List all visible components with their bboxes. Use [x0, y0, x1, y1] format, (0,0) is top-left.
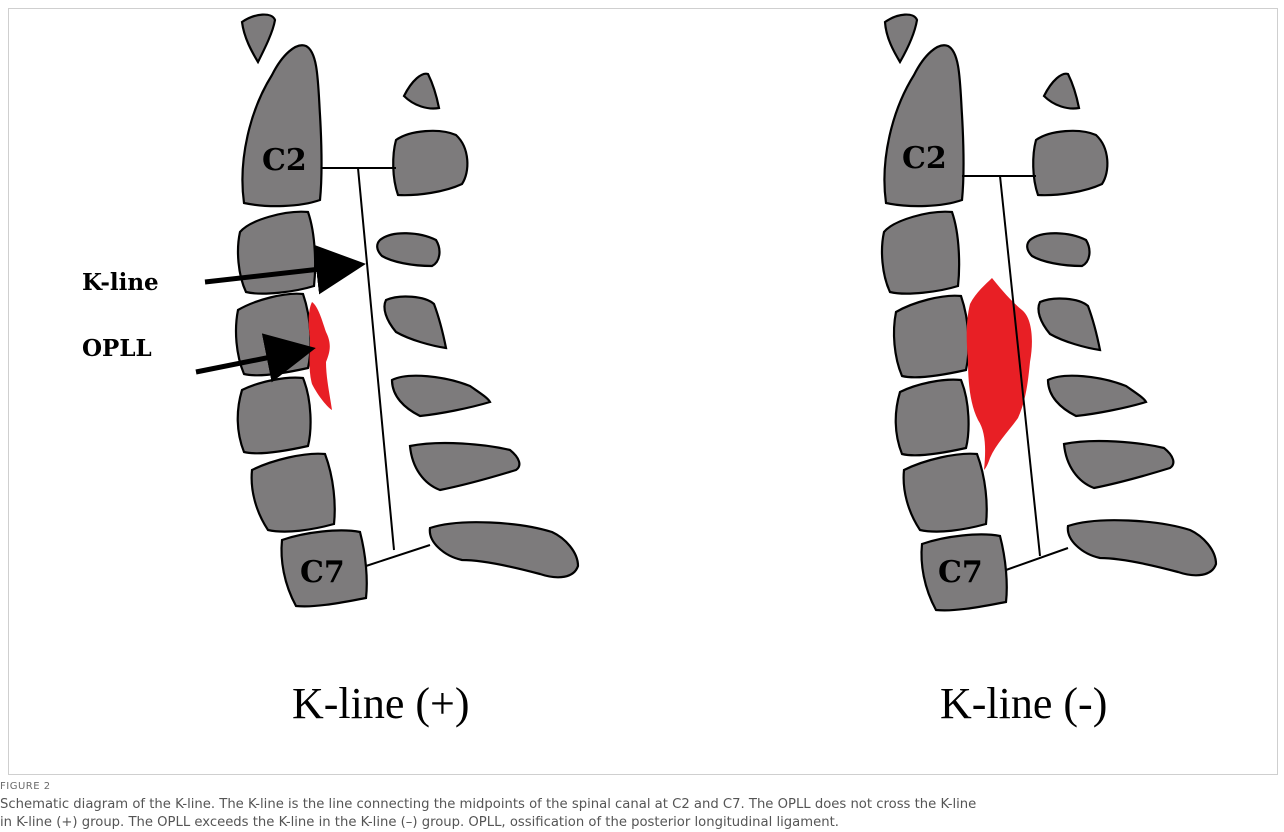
- c2-label-left: C2: [262, 143, 307, 178]
- k-line-left: [358, 168, 394, 550]
- posterior-element-c2: [393, 131, 467, 195]
- posterior-element-1-right: [1044, 74, 1079, 109]
- posterior-element-c5-right: [1048, 376, 1146, 416]
- c7-midpoint-connector-left: [366, 545, 430, 566]
- posterior-element-c4: [384, 297, 446, 348]
- opll-lesion-left: [309, 302, 332, 410]
- c5-vertebra: [238, 378, 311, 454]
- k-line-annotation: K-line: [82, 269, 159, 296]
- k-line-diagram: C2 C7 K-line OPLL K-line (+) C2 C7 K-lin…: [0, 0, 1284, 780]
- c5-vertebra-right: [896, 380, 969, 456]
- opll-annotation: OPLL: [82, 335, 152, 362]
- posterior-element-1: [404, 74, 439, 109]
- posterior-element-c7-right: [1068, 520, 1216, 575]
- c6-vertebra-right: [904, 454, 987, 532]
- small-process-right: [885, 15, 917, 62]
- small-process-left: [242, 15, 275, 62]
- opll-lesion-right: [967, 278, 1032, 470]
- posterior-element-c2-right: [1033, 131, 1107, 195]
- posterior-element-c7: [430, 522, 578, 577]
- right-panel: C2 C7 K-line (-): [882, 15, 1216, 728]
- c4-vertebra-right: [894, 296, 969, 378]
- left-panel: C2 C7 K-line OPLL K-line (+): [82, 15, 578, 728]
- posterior-element-c3: [377, 233, 439, 266]
- figure-label: FIGURE 2: [0, 781, 51, 792]
- c7-label-left: C7: [300, 555, 345, 590]
- left-panel-title: K-line (+): [292, 679, 470, 728]
- c7-label-right: C7: [938, 555, 983, 590]
- posterior-element-c4-right: [1038, 299, 1100, 350]
- c3-vertebra-right: [882, 212, 959, 294]
- right-panel-title: K-line (-): [940, 679, 1107, 728]
- posterior-element-c5: [392, 376, 490, 416]
- posterior-element-c3-right: [1027, 233, 1089, 266]
- caption-line-2: in K-line (+) group. The OPLL exceeds th…: [0, 814, 1284, 832]
- c6-vertebra: [252, 454, 335, 532]
- c3-vertebra: [238, 212, 315, 294]
- c2-label-right: C2: [902, 141, 947, 176]
- c2-vertebra-right: [884, 45, 963, 206]
- posterior-element-c6: [410, 443, 519, 490]
- caption-line-1: Schematic diagram of the K-line. The K-l…: [0, 796, 1284, 814]
- c2-vertebra: [242, 45, 321, 206]
- c7-midpoint-connector-right: [1006, 548, 1068, 570]
- posterior-element-c6-right: [1064, 441, 1173, 488]
- figure-caption: Schematic diagram of the K-line. The K-l…: [0, 796, 1284, 832]
